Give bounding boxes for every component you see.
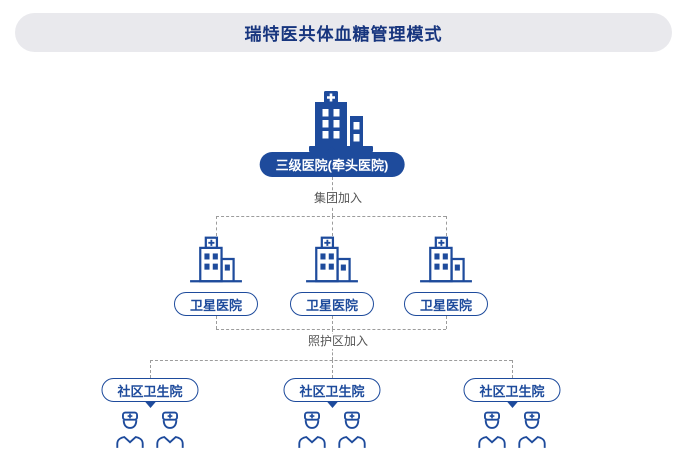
connector-satellite-1-down (216, 316, 217, 329)
satellite-node-1: 卫星医院 (173, 292, 259, 316)
satellite-hospital-icon (418, 234, 474, 284)
connector-satellite-3-drop (446, 216, 447, 236)
nurse-icon (516, 410, 548, 450)
pill-tail-up (325, 146, 338, 153)
connector-satellite-1-drop (216, 216, 217, 236)
satellite-node-label: 卫星医院 (305, 297, 359, 313)
connector-satellite-2-down (332, 316, 333, 329)
community-node-label: 社区卫生院 (117, 383, 183, 399)
satellite-node-label: 卫星医院 (419, 297, 473, 313)
community-node-label: 社区卫生院 (479, 383, 545, 399)
satellite-node-3: 卫星医院 (403, 292, 489, 316)
nurse-icon (336, 410, 368, 450)
connector-community-3-drop (512, 360, 513, 378)
nurse-icon (476, 410, 508, 450)
community-node-label: 社区卫生院 (299, 383, 365, 399)
connector-level2-horizontal-upper (216, 329, 446, 330)
pill-tail-down (143, 401, 156, 408)
hospital-building-icon (305, 90, 377, 152)
edge-label-care-area-join: 照护区加入 (300, 334, 376, 349)
satellite-node-label: 卫星医院 (189, 297, 243, 313)
root-node-label: 三级医院(牵头医院) (275, 158, 389, 173)
connector-satellite-3-down (446, 316, 447, 329)
nurse-icon (296, 410, 328, 450)
root-node-tertiary-hospital: 三级医院(牵头医院) (259, 146, 405, 177)
connector-community-2-drop (332, 360, 333, 378)
diagram-title: 瑞特医共体血糖管理模式 (15, 13, 672, 52)
satellite-hospital-icon (188, 234, 244, 284)
edge-label-group-join: 集团加入 (306, 191, 370, 206)
connector-satellite-2-drop (332, 216, 333, 236)
connector-level2-horizontal-lower (150, 360, 512, 361)
satellite-hospital-icon (304, 234, 360, 284)
pill-tail-down (325, 401, 338, 408)
community-node-2: 社区卫生院 (283, 378, 381, 408)
community-node-1: 社区卫生院 (101, 378, 199, 408)
connector-level1-horizontal (216, 216, 446, 217)
pill-tail-down (505, 401, 518, 408)
connector-community-1-drop (150, 360, 151, 378)
nurse-icon (114, 410, 146, 450)
nurse-icon (154, 410, 186, 450)
satellite-node-2: 卫星医院 (289, 292, 375, 316)
community-node-3: 社区卫生院 (463, 378, 561, 408)
